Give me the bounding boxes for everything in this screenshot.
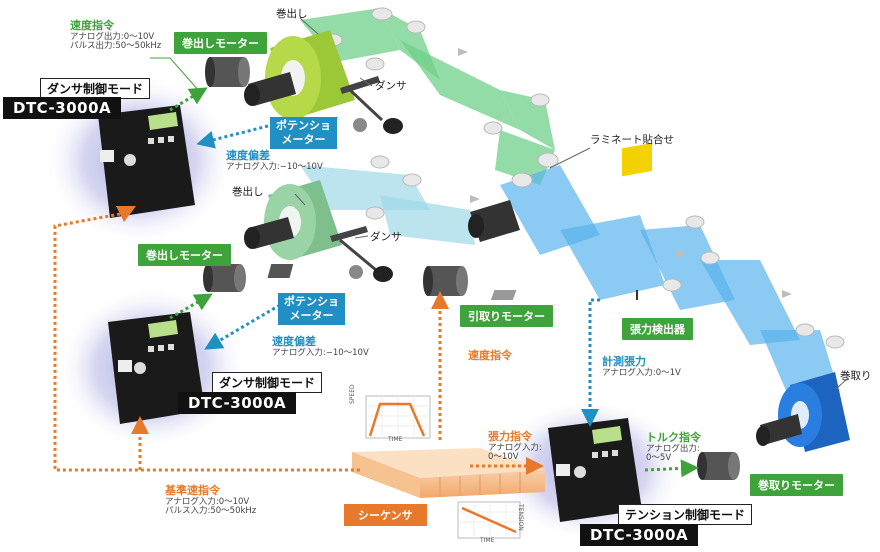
mid-speed-deviation: 速度偏差 アナログ入力:−10〜10V	[272, 336, 369, 358]
mid-pot-line1: ポテンショ	[284, 295, 339, 309]
speed-graph	[366, 396, 430, 438]
mid-unwind-label: 巻出し	[232, 186, 264, 198]
torque-command-line2: 0〜5V	[646, 454, 701, 464]
tension-command: 張力指令 アナログ入力: 0〜10V	[488, 431, 542, 463]
ref-speed-title: 基準速指令	[165, 485, 256, 498]
speed-graph-ylabel: SPEED	[350, 384, 357, 404]
tension-command-line2: 0〜10V	[488, 453, 542, 463]
measured-tension-title: 計測張力	[602, 356, 681, 369]
reference-speed-command: 基準速指令 アナログ入力:0〜10V パルス入力:50〜50kHz	[165, 485, 256, 517]
top-speed-command-pulse: パルス出力:50〜50kHz	[70, 42, 161, 52]
pull-motor-label: 引取りモーター	[460, 305, 553, 327]
top-model-label: DTC-3000A	[3, 97, 121, 119]
mid-unwind-motor-label: 巻出しモーター	[138, 244, 231, 266]
rewind-motor-label: 巻取りモーター	[750, 474, 843, 496]
speed-graph-xlabel: TIME	[388, 437, 402, 444]
ref-speed-pulse: パルス入力:50〜50kHz	[165, 507, 256, 517]
top-unwind-motor	[205, 57, 250, 87]
top-dancer-label: ダンサ	[375, 80, 407, 92]
measured-tension-input: アナログ入力:0〜1V	[602, 369, 681, 379]
top-deviation-title: 速度偏差	[226, 150, 323, 163]
torque-command-title: トルク指令	[646, 432, 701, 445]
mid-controller-unit	[57, 286, 247, 450]
laminate-label: ラミネート貼合せ	[590, 134, 674, 146]
top-speed-command: 速度指令 アナログ出力:0〜10V パルス出力:50〜50kHz	[70, 20, 161, 52]
tension-graph-xlabel: TIME	[480, 538, 494, 545]
mid-model-label: DTC-3000A	[178, 392, 296, 414]
tension-detector-label: 張力検出器	[622, 318, 693, 340]
sequencer-label: シーケンサ	[344, 504, 427, 526]
tension-graph	[458, 502, 520, 538]
top-deviation-input: アナログ入力:−10〜10V	[226, 163, 323, 173]
top-speed-deviation: 速度偏差 アナログ入力:−10〜10V	[226, 150, 323, 172]
mid-potentiometer-label: ポテンショ メーター	[278, 293, 345, 325]
rewind-motor	[697, 452, 740, 480]
mid-unwind-motor	[203, 264, 246, 292]
sequencer-speed-command: 速度指令	[468, 350, 512, 363]
torque-command: トルク指令 アナログ出力: 0〜5V	[646, 432, 701, 464]
pull-motor	[423, 266, 468, 296]
mid-pot-line2: メーター	[284, 309, 339, 323]
top-pot-line2: メーター	[276, 133, 331, 147]
top-potentiometer-label: ポテンショ メーター	[270, 117, 337, 149]
rewind-roll	[756, 372, 850, 452]
tension-model-label: DTC-3000A	[580, 524, 698, 546]
top-unwind-motor-label: 巻出しモーター	[174, 32, 267, 54]
mid-mode-label: ダンサ制御モード	[212, 372, 322, 393]
measured-tension: 計測張力 アナログ入力:0〜1V	[602, 356, 681, 378]
mid-dancer-label: ダンサ	[370, 231, 402, 243]
tension-mode-label: テンション制御モード	[618, 504, 752, 525]
top-speed-command-title: 速度指令	[70, 20, 161, 33]
top-unwind-label: 巻出し	[276, 8, 308, 20]
tension-command-title: 張力指令	[488, 431, 542, 444]
mid-deviation-input: アナログ入力:−10〜10V	[272, 349, 369, 359]
top-mode-label: ダンサ制御モード	[40, 78, 150, 99]
mid-deviation-title: 速度偏差	[272, 336, 369, 349]
tension-graph-ylabel: TENSION	[516, 504, 523, 531]
rewind-label: 巻取り	[840, 370, 872, 382]
top-pot-line1: ポテンショ	[276, 119, 331, 133]
